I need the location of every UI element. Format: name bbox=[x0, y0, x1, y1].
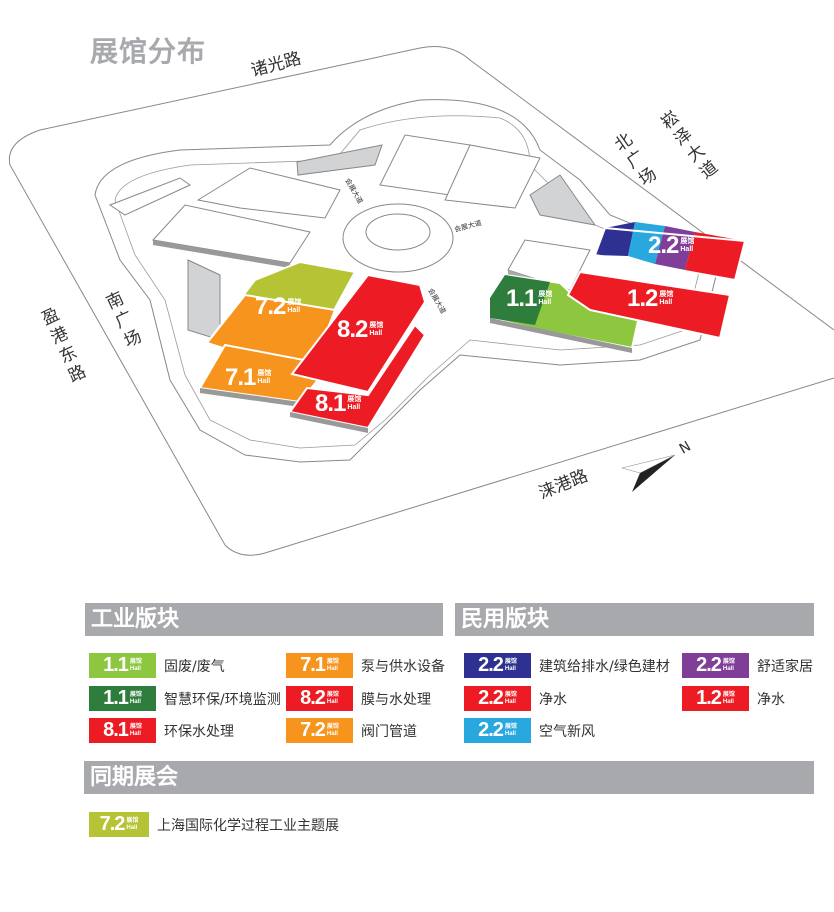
legend-label: 阀门管道 bbox=[361, 723, 417, 740]
page-title: 展馆分布 bbox=[90, 35, 207, 68]
legend-label: 净水 bbox=[757, 691, 785, 708]
legend-label: 上海国际化学过程工业主题展 bbox=[157, 817, 339, 834]
legend-label: 膜与水处理 bbox=[361, 691, 431, 708]
map-drawing: 会展大道 会展大道 会展大道 bbox=[8, 46, 834, 556]
civil-section-header: 民用版块 bbox=[455, 603, 814, 636]
legend-label: 泵与供水设备 bbox=[361, 658, 445, 675]
legend-label: 建筑给排水/绿色建材 bbox=[539, 658, 670, 675]
venue-map: 会展大道 会展大道 会展大道 诸光路 崧泽大道 盈港东路 bbox=[8, 46, 834, 556]
legend-label: 固废/废气 bbox=[164, 658, 225, 675]
legend-label: 环保水处理 bbox=[164, 723, 234, 740]
industrial-section-header: 工业版块 bbox=[85, 603, 443, 636]
concurrent-section-header: 同期展会 bbox=[84, 761, 814, 794]
legend-label: 智慧环保/环境监测 bbox=[164, 691, 281, 708]
legend-label: 净水 bbox=[539, 691, 567, 708]
legend-label: 舒适家居 bbox=[757, 658, 813, 675]
legend-label: 空气新风 bbox=[539, 723, 595, 740]
